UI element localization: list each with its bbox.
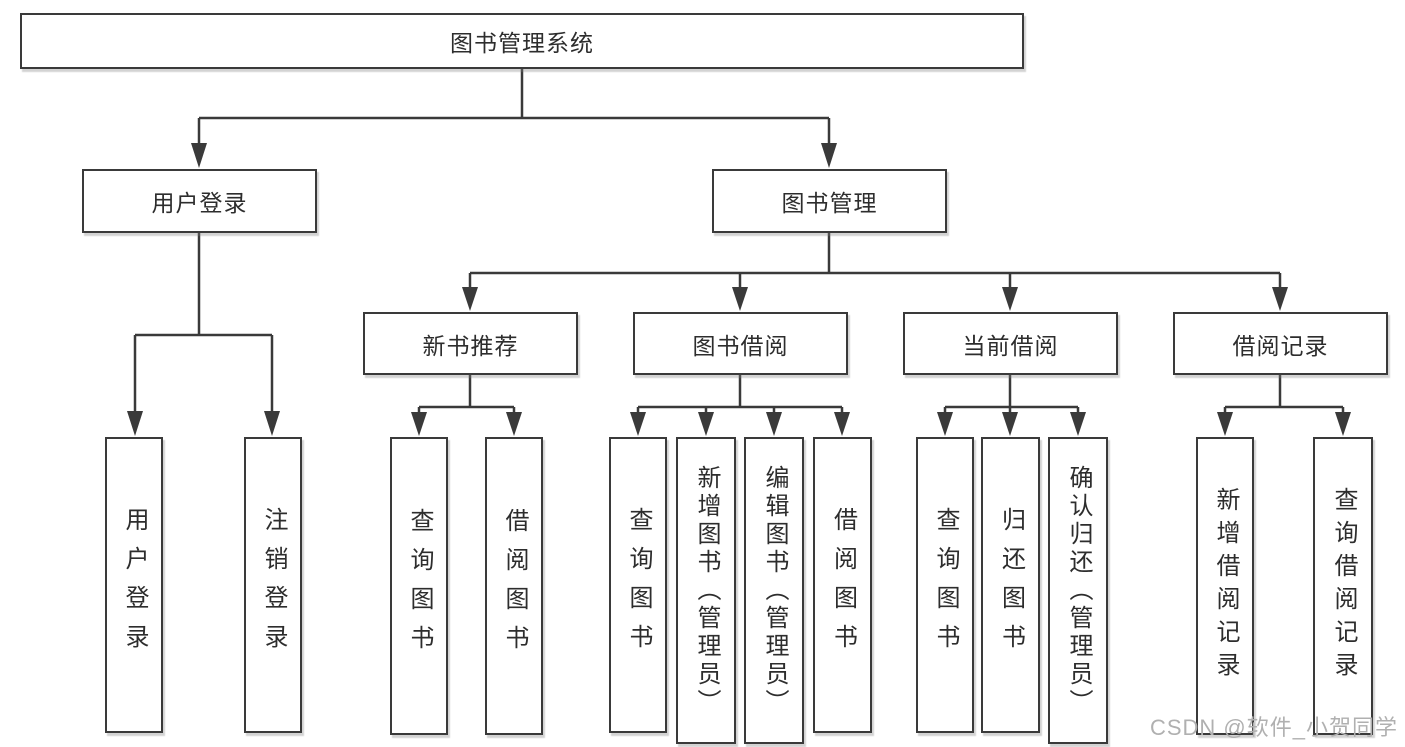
node-borrow-records: 借阅记录 bbox=[1173, 312, 1388, 375]
leaf-user-login: 用户登录 bbox=[105, 437, 163, 733]
node-label: 当前借阅 bbox=[962, 332, 1059, 359]
leaf-borrow-books-recommend: 借阅图书 bbox=[485, 437, 543, 735]
connector-new-book-rec-children bbox=[417, 375, 516, 414]
arrowheads-level3 bbox=[462, 287, 1288, 311]
leaf-query-books-recommend: 查询图书 bbox=[390, 437, 448, 735]
leaf-logout: 注销登录 bbox=[244, 437, 302, 733]
connector-book-mgmt-children bbox=[468, 232, 1282, 289]
node-label: 用户登录 bbox=[121, 507, 148, 663]
node-new-book-recommend: 新书推荐 bbox=[363, 312, 578, 375]
node-label: 查询借阅记录 bbox=[1330, 487, 1357, 685]
connector-current-borrow-children bbox=[943, 375, 1080, 414]
node-label: 借阅记录 bbox=[1232, 332, 1329, 359]
node-label: 查询图书 bbox=[932, 507, 959, 663]
leaf-query-books-borrow: 查询图书 bbox=[609, 437, 667, 733]
node-label: 图书借阅 bbox=[692, 332, 789, 359]
node-label: 借阅图书 bbox=[829, 507, 857, 663]
node-label: 编辑图书（管理员） bbox=[761, 464, 788, 717]
node-label: 新书推荐 bbox=[422, 332, 519, 359]
node-label: 用户登录 bbox=[151, 190, 248, 216]
node-book-management: 图书管理 bbox=[712, 169, 947, 233]
node-label: 新增图书（管理员） bbox=[693, 464, 720, 717]
node-label: 归还图书 bbox=[997, 507, 1025, 663]
leaf-add-borrow-record: 新增借阅记录 bbox=[1196, 437, 1254, 735]
connector-user-login-children bbox=[133, 232, 274, 413]
leaf-query-books-current: 查询图书 bbox=[916, 437, 974, 733]
node-label: 注销登录 bbox=[260, 507, 287, 663]
arrowheads-user-login bbox=[127, 411, 280, 436]
node-label: 确认归还（管理员） bbox=[1065, 464, 1092, 717]
node-label: 借阅图书 bbox=[501, 508, 528, 664]
connector-borrow-records-children bbox=[1223, 375, 1345, 414]
node-current-borrow: 当前借阅 bbox=[903, 312, 1118, 375]
connector-root-to-level2 bbox=[197, 69, 831, 145]
leaf-confirm-return-admin: 确认归还（管理员） bbox=[1048, 437, 1108, 744]
node-label: 图书管理系统 bbox=[450, 30, 594, 56]
leaf-edit-books-admin: 编辑图书（管理员） bbox=[744, 437, 804, 744]
arrowheads-level2 bbox=[191, 143, 837, 168]
leaf-return-books: 归还图书 bbox=[981, 437, 1040, 733]
node-user-login: 用户登录 bbox=[82, 169, 317, 233]
node-label: 图书管理 bbox=[781, 190, 878, 216]
node-label: 新增借阅记录 bbox=[1212, 487, 1239, 685]
connector-book-borrow-children bbox=[636, 375, 844, 414]
node-label: 查询图书 bbox=[625, 507, 652, 663]
node-label: 查询图书 bbox=[406, 508, 433, 664]
csdn-watermark: CSDN @软件_小贺同学 bbox=[1149, 715, 1398, 740]
node-library-management-system: 图书管理系统 bbox=[20, 13, 1024, 69]
leaf-add-books-admin: 新增图书（管理员） bbox=[676, 437, 736, 744]
arrowheads-leaves bbox=[411, 412, 1351, 436]
leaf-borrow-books: 借阅图书 bbox=[813, 437, 872, 733]
node-book-borrow: 图书借阅 bbox=[633, 312, 848, 375]
leaf-query-borrow-record: 查询借阅记录 bbox=[1313, 437, 1373, 735]
